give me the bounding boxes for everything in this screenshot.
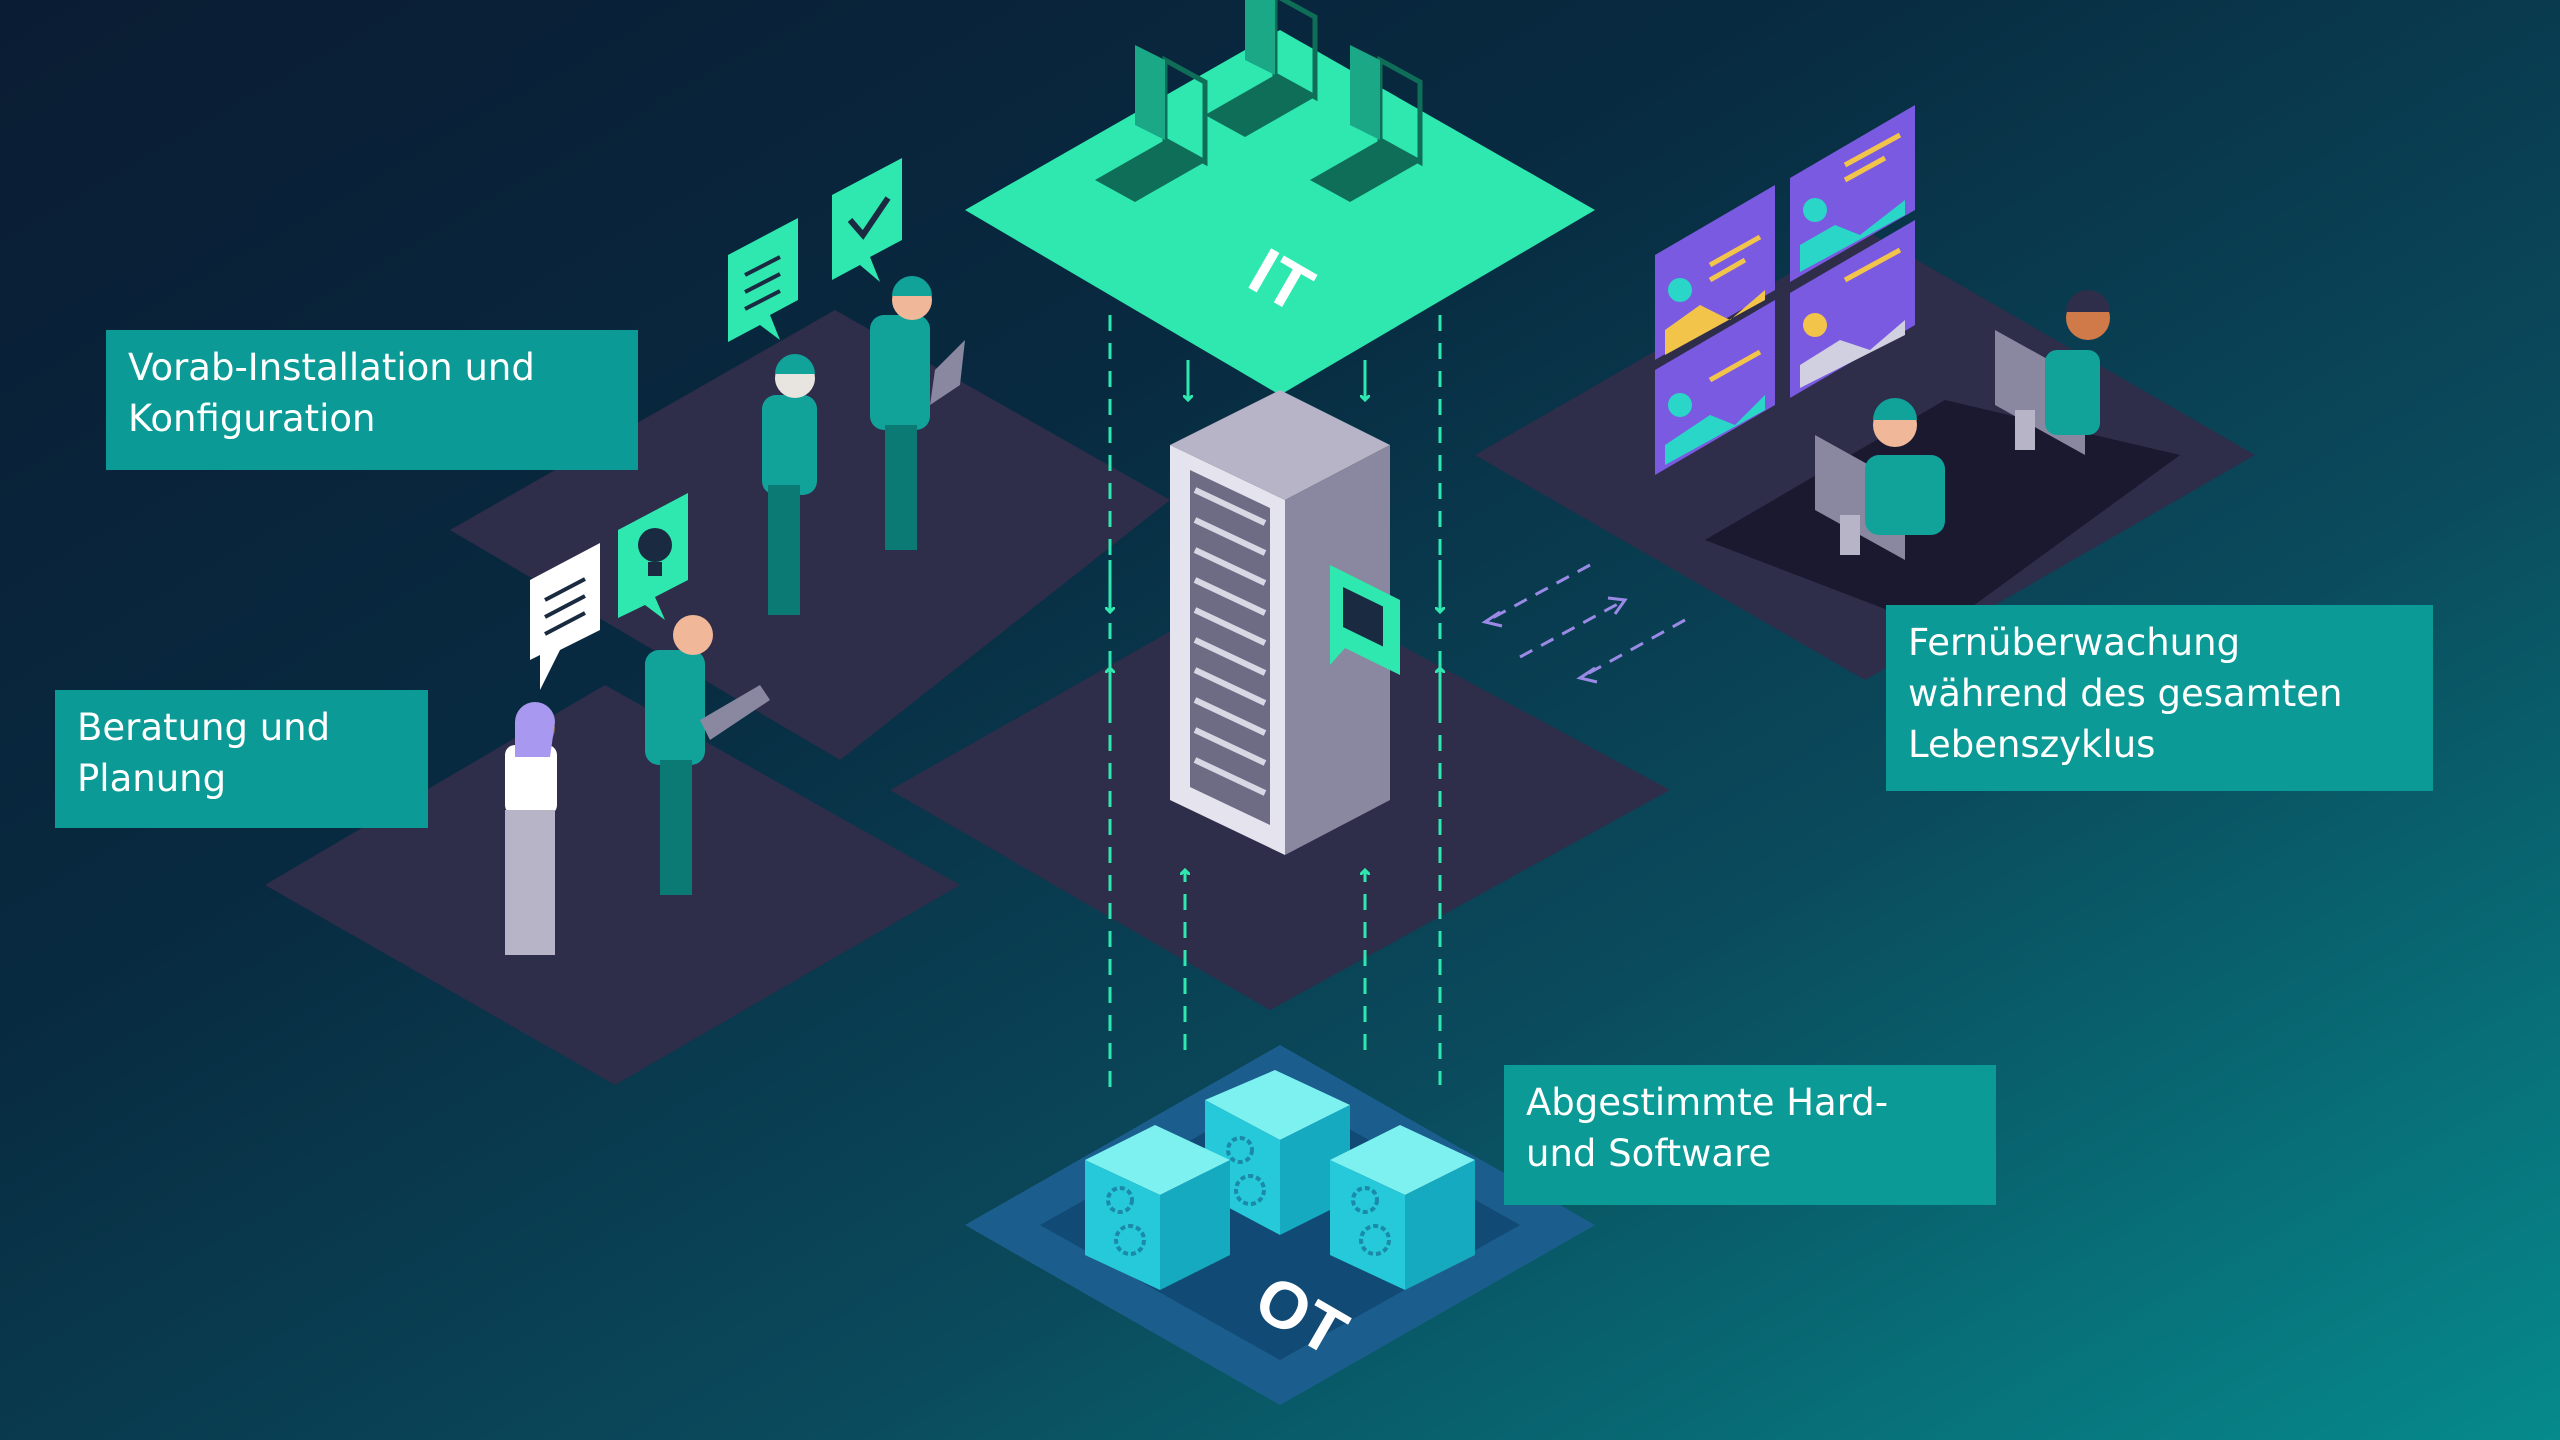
gear-icon (1234, 1174, 1266, 1206)
callout-vorab-installation: Vorab-Installation und Konfiguration (106, 330, 638, 470)
callout-line: und Software (1526, 1132, 1772, 1175)
operator-person (1995, 290, 2110, 455)
gear-icon (1106, 1186, 1134, 1214)
checkmark-icon (832, 158, 902, 282)
sliders-icon (728, 218, 798, 342)
callout-line: Beratung und (77, 706, 331, 749)
cube (1330, 1125, 1475, 1290)
dashboard-wall (1655, 105, 1915, 475)
callout-line: Abgestimmte Hard- (1526, 1081, 1889, 1124)
platform-it (965, 30, 1595, 395)
laptop-icon (1095, 45, 1208, 202)
technician-person (762, 354, 817, 615)
platform-vorab (450, 310, 1170, 760)
laptop-icon (1205, 0, 1318, 137)
callout-line: Fernüberwachung (1908, 621, 2241, 664)
platform-beratung (265, 685, 960, 1085)
callout-line: Konfiguration (128, 397, 376, 440)
remote-arrows (1481, 563, 1686, 684)
consultant-person (645, 615, 770, 895)
client-person (505, 702, 557, 955)
laptop-icon (1310, 45, 1423, 202)
flow-arrows (1110, 315, 1440, 1095)
callout-line: Planung (77, 757, 227, 800)
gear-icon (1351, 1186, 1379, 1214)
lightbulb-icon (618, 493, 688, 620)
checklist-icon (530, 543, 600, 690)
callout-line: Vorab-Installation und (128, 346, 535, 389)
callout-line: Lebenszyklus (1908, 723, 2156, 766)
technician-person (870, 276, 965, 550)
callout-line: während des gesamten (1908, 672, 2343, 715)
gear-icon (1114, 1224, 1146, 1256)
operator-person (1815, 398, 1945, 560)
gear-icon (1226, 1136, 1254, 1164)
ot-cubes (1085, 1070, 1475, 1290)
cube (1085, 1125, 1230, 1290)
callout-beratung-planung: Beratung und Planung (55, 690, 428, 828)
callout-hardware-software: Abgestimmte Hard- und Software (1504, 1065, 1996, 1205)
gear-icon (1359, 1224, 1391, 1256)
monitor-check-icon (1330, 565, 1400, 675)
callout-fernueberwachung: Fernüberwachung während des gesamten Leb… (1886, 605, 2433, 791)
dashboard-icon (1655, 300, 1775, 475)
